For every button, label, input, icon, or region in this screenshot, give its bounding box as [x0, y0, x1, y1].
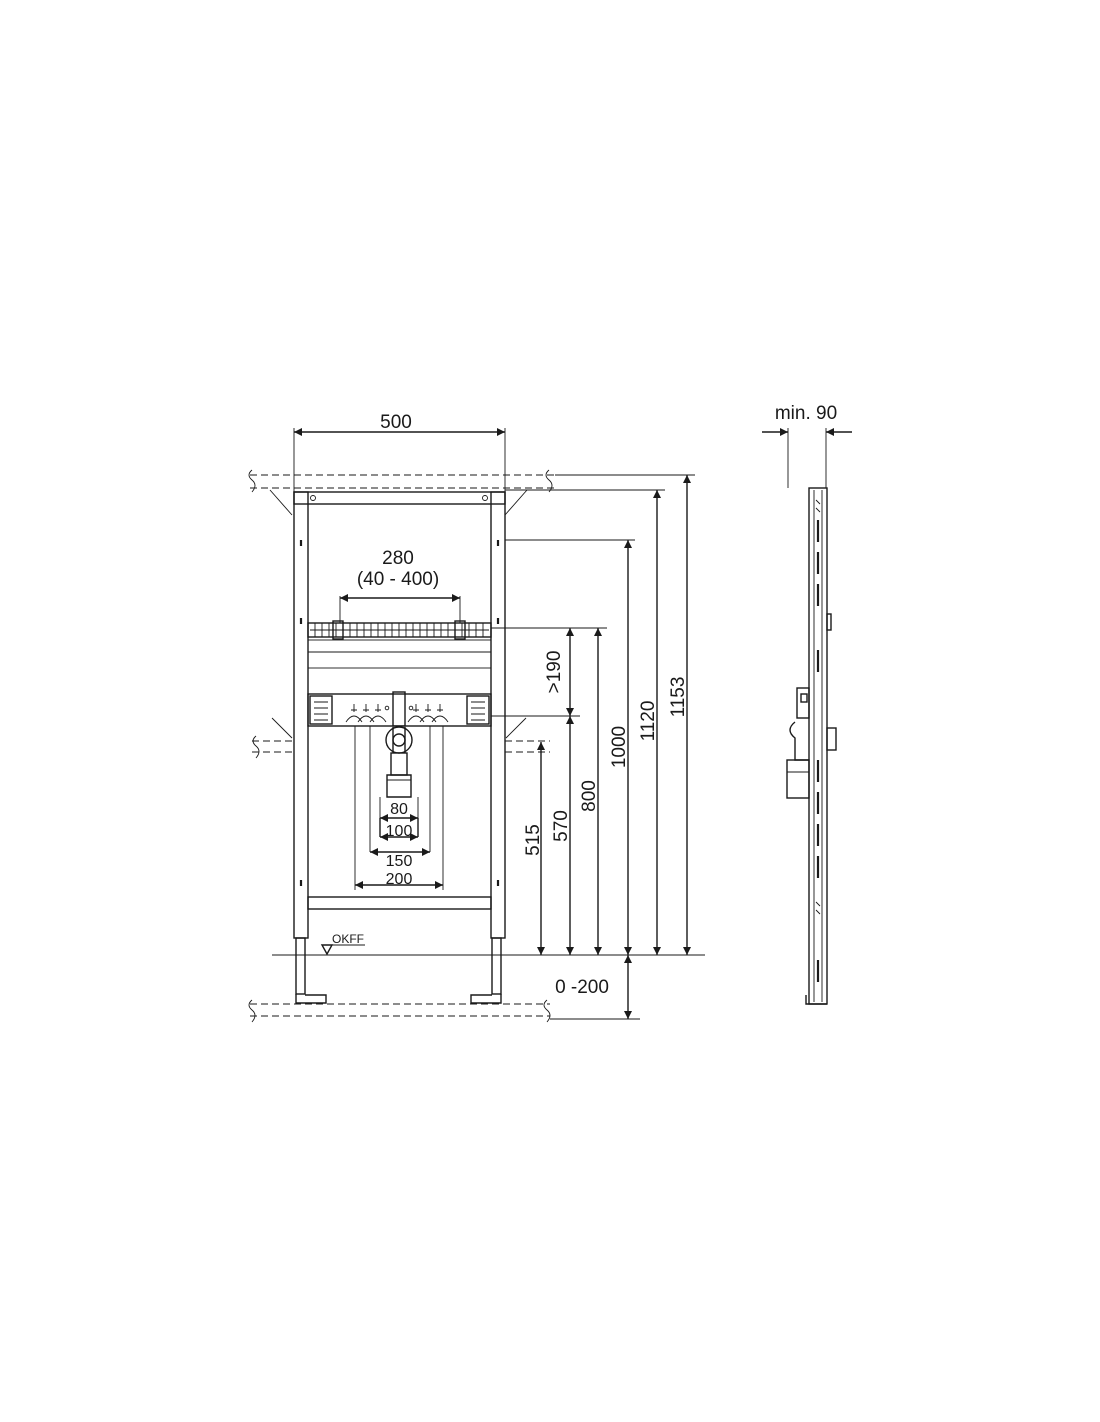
- height-1153-label: 1153: [668, 677, 689, 718]
- height-1120-label: 1120: [638, 701, 659, 742]
- pipe-200-label: 200: [386, 871, 413, 888]
- wall-ceiling-lines: [248, 469, 555, 516]
- rail-span-label: 280: [382, 548, 414, 569]
- extension-lines: [272, 428, 705, 1020]
- floor-reference-symbol: [320, 944, 365, 956]
- height-190-label: >190: [544, 651, 565, 694]
- pipe-150-label: 150: [386, 853, 413, 870]
- floor-ref-label: OKFF: [332, 932, 364, 946]
- front-frame: [293, 491, 506, 1004]
- pipe-80-label: 80: [390, 801, 408, 818]
- height-515-label: 515: [523, 824, 544, 856]
- height-1000-label: 1000: [609, 726, 630, 768]
- dimension-lines: [294, 428, 691, 1019]
- rail-range-label: (40 - 400): [357, 569, 439, 590]
- depth-label: min. 90: [775, 403, 837, 424]
- width-label: 500: [380, 412, 412, 433]
- foot-adjust-label: 0 -200: [555, 977, 609, 998]
- floor-lines: [248, 999, 551, 1023]
- height-800-label: 800: [579, 780, 600, 812]
- height-570-label: 570: [551, 810, 572, 842]
- side-view: [762, 428, 852, 1005]
- pipe-100-label: 100: [386, 823, 413, 840]
